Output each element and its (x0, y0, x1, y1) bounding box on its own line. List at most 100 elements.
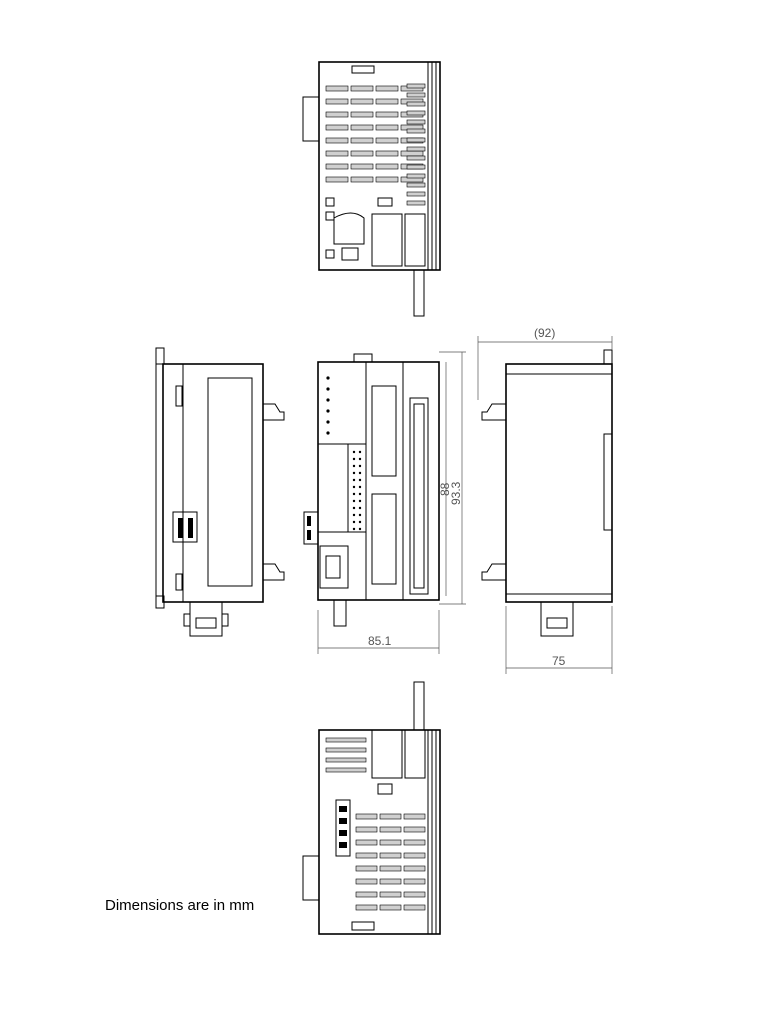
top-view (302, 61, 441, 317)
dimensions-caption: Dimensions are in mm (105, 897, 255, 914)
vent-slot (355, 852, 378, 859)
dim-depth-top: (92) (534, 326, 555, 340)
right-side-view (477, 336, 613, 674)
vent-slot (379, 904, 402, 911)
vent-slot (406, 146, 426, 152)
pin-dot (352, 457, 356, 461)
pin-dot (358, 457, 362, 461)
vent-slot (325, 137, 349, 144)
vent-slot (406, 128, 426, 134)
vent-slot (355, 878, 378, 885)
led-dot (326, 409, 330, 413)
pin-dot (358, 499, 362, 503)
pin-dot (352, 471, 356, 475)
pin-dot (352, 499, 356, 503)
dim-height-outer: 93.3 (449, 481, 463, 505)
vent-slot (355, 813, 378, 820)
vent-slot (406, 155, 426, 161)
vent-slot (350, 124, 374, 131)
led-dot (326, 376, 330, 380)
vent-slot (406, 119, 426, 125)
vent-slot (403, 813, 426, 820)
vent-slot (325, 85, 349, 92)
vent-slot (325, 150, 349, 157)
vent-slot (406, 83, 426, 89)
dim-height-inner: 88 (438, 482, 452, 496)
vent-slot (403, 839, 426, 846)
vent-slot (406, 173, 426, 179)
vent-slot (379, 813, 402, 820)
vent-slot (406, 200, 426, 206)
vent-slot (406, 92, 426, 98)
vent-slot (406, 110, 426, 116)
vent-slot (325, 98, 349, 105)
pin-dot (352, 520, 356, 524)
vent-slot (350, 137, 374, 144)
vent-slot (379, 865, 402, 872)
led-dot (326, 420, 330, 424)
pin-dot (358, 492, 362, 496)
vent-slot (355, 865, 378, 872)
vent-slot (379, 878, 402, 885)
vent-slot (403, 852, 426, 859)
vent-slot (400, 150, 424, 157)
pin-dot (358, 464, 362, 468)
vent-slot (406, 191, 426, 197)
pin-dot (352, 506, 356, 510)
bottom-view (302, 681, 441, 935)
front-view (303, 351, 466, 654)
vent-slot (406, 101, 426, 107)
vent-slot (403, 891, 426, 898)
pin-dot (352, 464, 356, 468)
vent-slot (375, 137, 399, 144)
vent-slot (406, 182, 426, 188)
pin-dot (352, 492, 356, 496)
pin-dot (358, 478, 362, 482)
pin-dot (352, 478, 356, 482)
vent-slot (355, 891, 378, 898)
vent-slot (350, 163, 374, 170)
vent-slot (379, 852, 402, 859)
pin-dot (358, 506, 362, 510)
pin-dot (352, 485, 356, 489)
vent-slot (403, 878, 426, 885)
vent-slot (403, 904, 426, 911)
vent-slot (325, 163, 349, 170)
vent-slot (325, 767, 367, 773)
vent-slot (325, 176, 349, 183)
dim-width-side: 75 (552, 654, 566, 668)
vent-slot (375, 176, 399, 183)
vent-slot (403, 826, 426, 833)
vent-slot (406, 137, 426, 143)
pin-dot (358, 513, 362, 517)
vent-slot (379, 839, 402, 846)
pin-dot (358, 471, 362, 475)
vent-slot (355, 839, 378, 846)
vent-slot (350, 176, 374, 183)
led-dot (326, 398, 330, 402)
vent-slot (375, 111, 399, 118)
vent-slot (325, 737, 367, 743)
pin-dot (358, 520, 362, 524)
vent-slot (355, 826, 378, 833)
vent-slot (350, 98, 374, 105)
vent-slot (325, 747, 367, 753)
vent-slot (375, 85, 399, 92)
vent-slot (379, 891, 402, 898)
vent-slot (375, 163, 399, 170)
pin-dot (358, 450, 362, 454)
pin-dot (358, 485, 362, 489)
vent-slot (350, 150, 374, 157)
vent-slot (350, 111, 374, 118)
vent-slot (355, 904, 378, 911)
pin-dot (352, 513, 356, 517)
vent-slot (375, 98, 399, 105)
pin-dot (352, 450, 356, 454)
vent-slot (375, 150, 399, 157)
pin-dot (352, 527, 356, 531)
led-dot (326, 431, 330, 435)
vent-slot (325, 124, 349, 131)
left-side-view (155, 347, 285, 637)
led-dot (326, 387, 330, 391)
